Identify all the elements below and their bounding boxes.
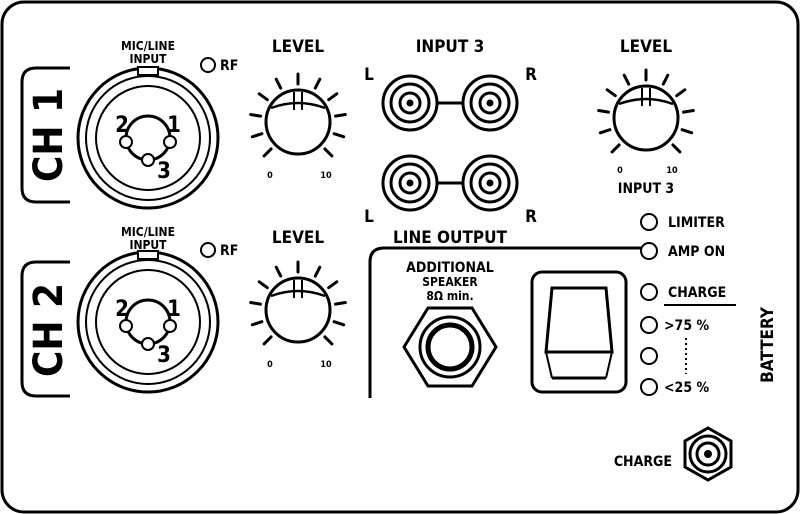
ch1-bracket xyxy=(20,66,70,204)
input3-level-knob[interactable] xyxy=(597,68,695,154)
input3-left-label-top: L xyxy=(364,65,374,85)
battery-led-mid xyxy=(640,347,658,365)
ch2-pin-1: 1 xyxy=(167,297,181,322)
speaker-jack-label-line1: ADDITIONAL xyxy=(406,260,494,276)
charge-led-label: CHARGE xyxy=(668,285,726,301)
ch2-xlr-combo-jack[interactable] xyxy=(76,250,220,394)
input3-rca-left-top[interactable] xyxy=(381,74,439,132)
battery-title: BATTERY xyxy=(758,306,778,383)
input3-rca-right-top[interactable] xyxy=(461,74,519,132)
ch2-rf-label: RF xyxy=(220,243,238,259)
channel-1: CH 1 MIC/LINE INPUT 2 1 3 RF LEVEL 0 10 xyxy=(20,37,347,210)
battery-low-label: <25 % xyxy=(664,380,709,396)
ch1-input-label-line1: MIC/LINE xyxy=(121,39,175,53)
ch1-label: CH 1 xyxy=(26,88,72,182)
ch1-pin-3: 3 xyxy=(157,159,171,184)
ch1-scale-max: 10 xyxy=(320,171,332,181)
ch2-pin-3: 3 xyxy=(157,343,171,368)
charge-socket-label: CHARGE xyxy=(614,454,672,470)
input3-right-label-bottom: R xyxy=(525,207,537,227)
ch1-xlr-combo-jack[interactable] xyxy=(76,66,220,210)
input3-left-label-bottom: L xyxy=(364,207,374,227)
ch2-scale-min: 0 xyxy=(267,360,273,370)
ch1-scale-min: 0 xyxy=(267,171,273,181)
limiter-led xyxy=(640,213,658,231)
amp-power-switch[interactable] xyxy=(530,270,628,394)
ch1-rf-label: RF xyxy=(220,58,238,74)
input3-rca-right-bottom[interactable] xyxy=(461,154,519,212)
battery-high-label: >75 % xyxy=(664,318,709,334)
ch2-bracket xyxy=(20,260,70,398)
speaker-jack-label-line3: 8Ω min. xyxy=(426,289,473,303)
charge-socket-section: CHARGE xyxy=(614,426,733,482)
amp-on-label: AMP ON xyxy=(668,244,725,260)
ch2-level-label: LEVEL xyxy=(272,228,324,248)
amp-on-led xyxy=(640,242,658,260)
line-output-title: LINE OUTPUT xyxy=(393,228,507,248)
charge-socket[interactable] xyxy=(683,426,733,482)
input3-scale-max: 10 xyxy=(666,166,678,176)
charge-led xyxy=(640,283,658,301)
battery-led-low xyxy=(640,378,658,396)
ch2-level-knob[interactable] xyxy=(249,260,347,346)
limiter-label: LIMITER xyxy=(668,215,725,231)
ch2-rf-led xyxy=(200,242,216,258)
ch1-level-label: LEVEL xyxy=(272,37,324,57)
input3-level-label: LEVEL xyxy=(620,37,672,57)
ch1-pin-1: 1 xyxy=(167,113,181,138)
ch2-scale-max: 10 xyxy=(320,360,332,370)
input3-right-label-top: R xyxy=(525,65,537,85)
ch1-rf-led xyxy=(200,57,216,73)
line-output-frame xyxy=(368,246,642,398)
speaker-jack-label-line2: SPEAKER xyxy=(422,275,478,289)
ch2-label: CH 2 xyxy=(26,283,72,377)
ch2-input-label-line2: INPUT xyxy=(129,238,167,252)
battery-led-high xyxy=(640,316,658,334)
input3-rca-left-bottom[interactable] xyxy=(381,154,439,212)
additional-speaker-jack[interactable] xyxy=(402,306,498,388)
input-3-section: INPUT 3 L R L R LEVEL 0 10 INPUT 3 xyxy=(364,37,695,227)
input3-scale-min: 0 xyxy=(617,166,623,176)
ch1-input-label-line2: INPUT xyxy=(129,52,167,66)
channel-2: CH 2 MIC/LINE INPUT 2 1 3 RF LEVEL 0 10 xyxy=(20,225,347,398)
input3-title: INPUT 3 xyxy=(416,37,485,57)
ch1-level-knob[interactable] xyxy=(249,72,347,158)
ch2-input-label-line1: MIC/LINE xyxy=(121,225,175,239)
ch2-pin-2: 2 xyxy=(115,297,129,322)
indicators-section: LIMITER AMP ON CHARGE >75 % <25 % BATTER… xyxy=(640,213,778,396)
line-output-section: LINE OUTPUT ADDITIONAL SPEAKER 8Ω min. xyxy=(368,228,642,398)
input3-knob-caption: INPUT 3 xyxy=(618,181,674,197)
ch1-pin-2: 2 xyxy=(115,113,129,138)
